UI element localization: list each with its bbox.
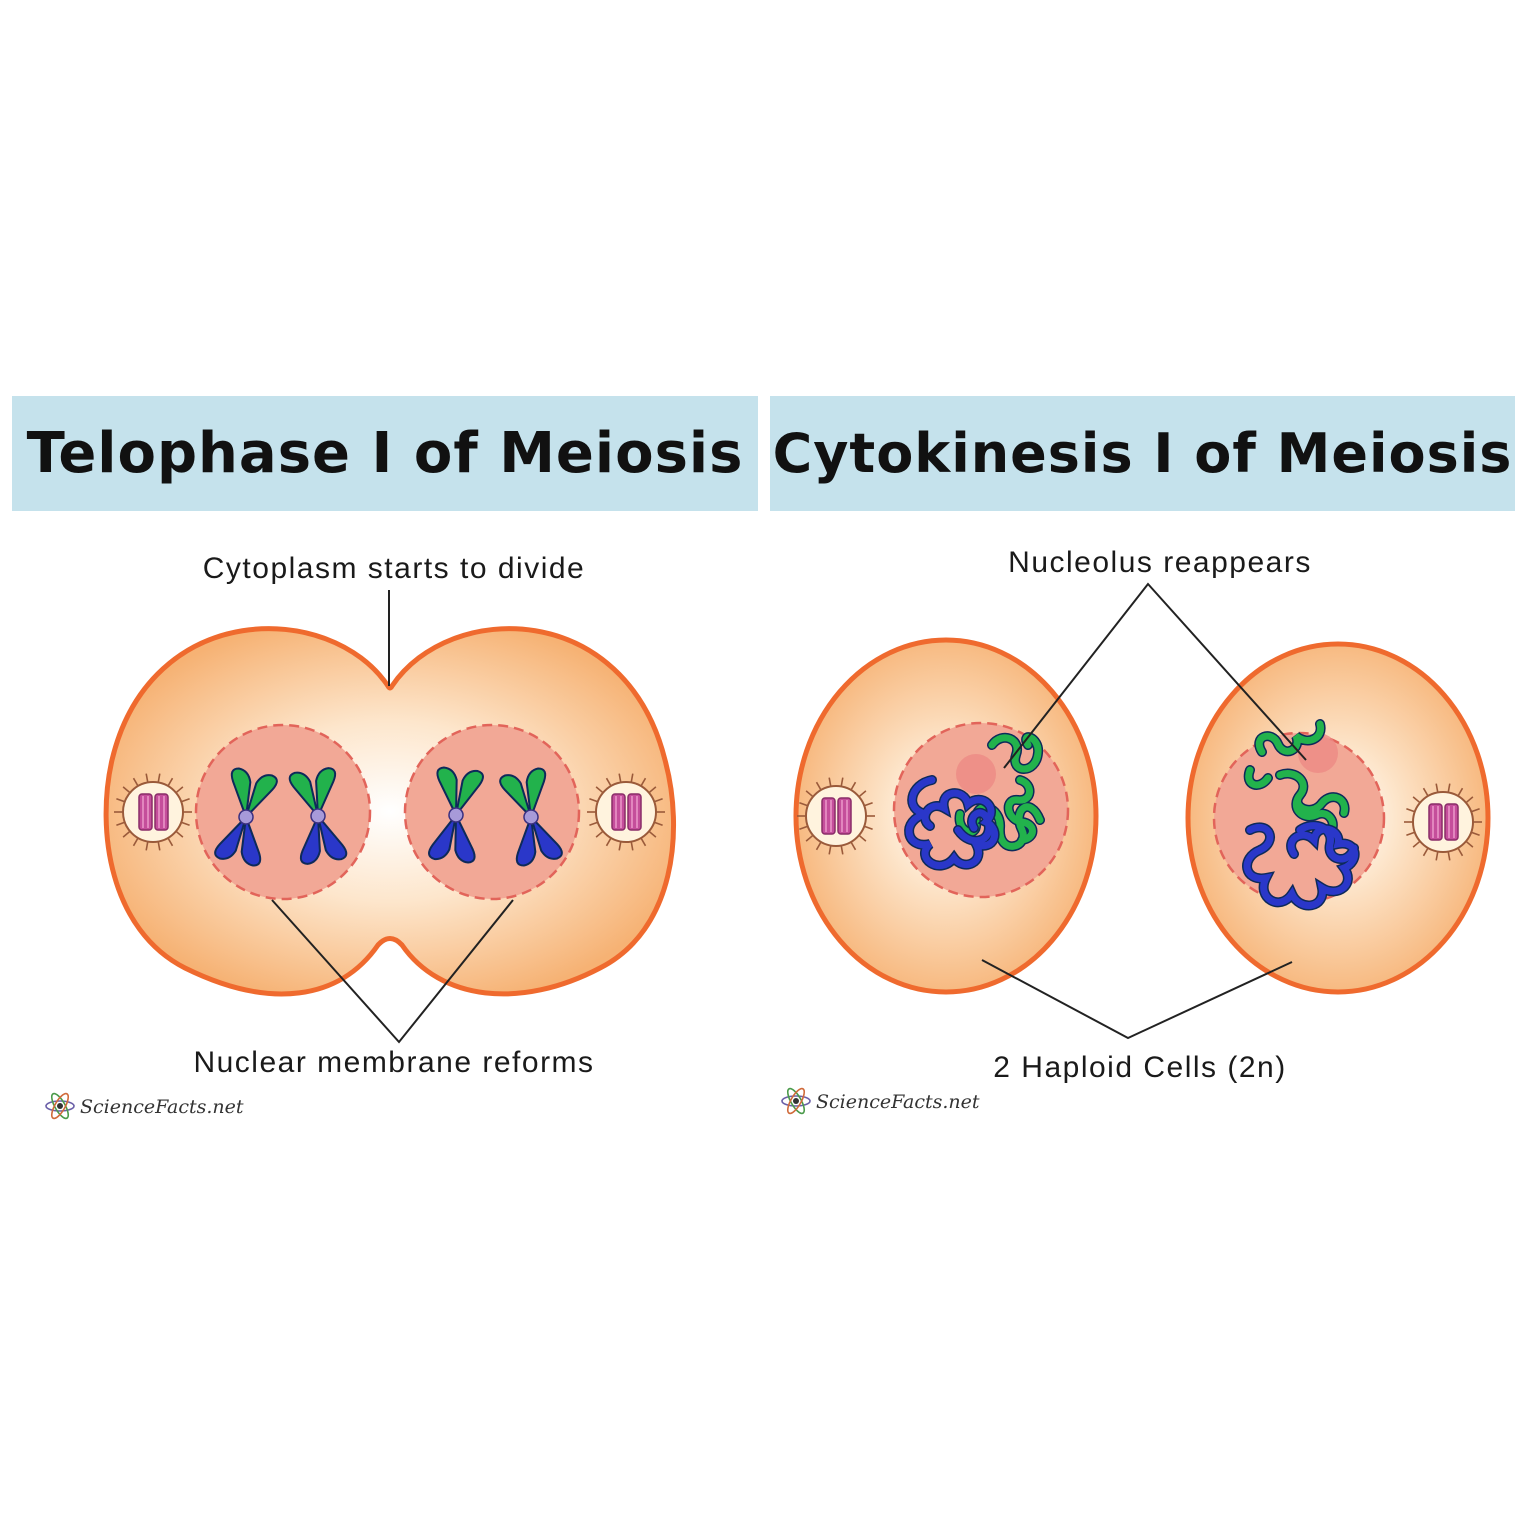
svg-text:ScienceFacts.net: ScienceFacts.net [80, 1096, 244, 1118]
nucleolus [956, 754, 996, 794]
label-haploid-cells: 2 Haploid Cells (2n) [993, 1051, 1286, 1084]
svg-text:ScienceFacts.net: ScienceFacts.net [816, 1091, 980, 1113]
telophase-header: Telophase I of Meiosis [12, 396, 758, 511]
chromatin [904, 732, 1045, 871]
label-leader-lines-right [981, 582, 1307, 1040]
label-nuclear-membrane: Nuclear membrane reforms [193, 1046, 594, 1079]
telophase-title: Telophase I of Meiosis [26, 421, 744, 486]
label-nucleolus: Nucleolus reappears [1008, 546, 1312, 579]
telophase-cell [103, 626, 677, 997]
chromatin [1242, 719, 1360, 911]
label-cytoplasm-divide: Cytoplasm starts to divide [203, 552, 585, 585]
nucleus-left [194, 723, 372, 901]
cytokinesis-header: Cytokinesis I of Meiosis [770, 396, 1515, 511]
cytokinesis-title: Cytokinesis I of Meiosis [772, 422, 1513, 485]
sciencefacts-logo: ScienceFacts.net [45, 1092, 244, 1120]
sciencefacts-logo: ScienceFacts.net [781, 1087, 980, 1115]
nucleus-right [403, 723, 581, 901]
label-leader-lines [271, 590, 514, 1044]
